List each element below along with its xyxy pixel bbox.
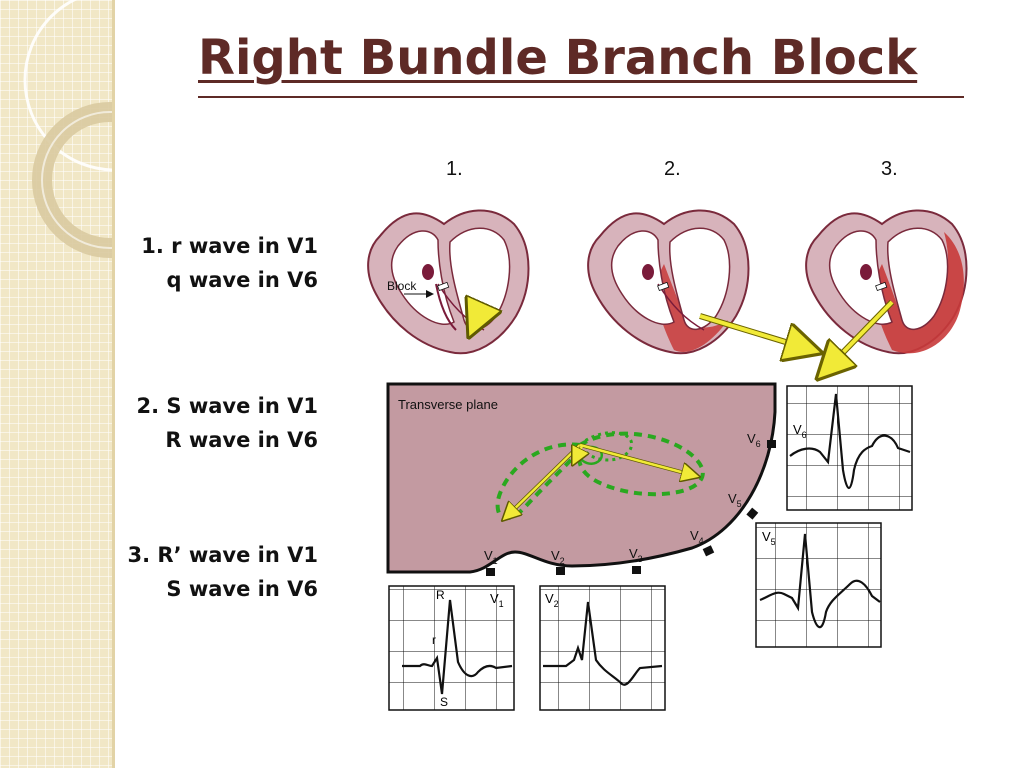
- heart-diagram-1: Block: [367, 209, 530, 355]
- wave-label-S: S: [440, 695, 448, 709]
- right-ventricle-cavity: [390, 230, 455, 325]
- left-ventricle-cavity: [669, 227, 731, 330]
- step-3-text: 3. R’ wave in V1 S wave in V6: [128, 538, 319, 606]
- wave-label-r: r: [432, 633, 436, 647]
- step-2-text: 2. S wave in V1 R wave in V6: [137, 389, 318, 457]
- block-marker: [437, 281, 450, 292]
- block-marker: [875, 281, 888, 292]
- ecg-strip-v2: V2: [539, 585, 666, 711]
- heart-diagram-3: [805, 209, 968, 355]
- electrode-v6: [767, 440, 776, 448]
- lead-label-v4: V4: [690, 528, 704, 546]
- transverse-plane-label: Transverse plane: [398, 397, 498, 412]
- vector-loop-right: [577, 431, 705, 497]
- step-2-line1: 2. S wave in V1: [136, 394, 318, 418]
- step-1-line1: 1. r wave in V1: [141, 234, 318, 258]
- vector-arrow-initial: [574, 446, 582, 462]
- step-1-line2: q wave in V6: [166, 268, 318, 292]
- left-ventricle-cavity: [887, 227, 949, 330]
- depolarized-region: [872, 232, 964, 354]
- electrode-v4: [702, 545, 715, 557]
- vector-loop-left: [495, 442, 582, 520]
- heart-diagram-2: [587, 209, 750, 355]
- ecg-lead-label-v2: V2: [545, 591, 559, 609]
- pointer-arrow-heart3: [824, 300, 894, 372]
- av-node: [422, 264, 434, 280]
- electrode-v1: [486, 568, 495, 576]
- ecg-trace-v2: [543, 601, 663, 686]
- ecg-trace-v1: [402, 599, 513, 695]
- electrode-v3: [632, 566, 641, 574]
- sidebar-edge: [112, 0, 115, 768]
- decorative-sidebar: [0, 0, 112, 768]
- step-3-line1: 3. R’ wave in V1: [127, 543, 319, 567]
- ecg-lead-label-v1: V1: [490, 591, 504, 609]
- ecg-strip-v6: V6: [786, 385, 913, 511]
- electrode-v2: [556, 567, 565, 575]
- ecg-lead-label-v5: V5: [762, 529, 776, 547]
- right-ventricle-cavity: [610, 230, 675, 325]
- av-node: [642, 264, 654, 280]
- column-label-1: 1.: [446, 158, 463, 180]
- electrode-v5: [746, 507, 759, 520]
- step-2-line2: R wave in V6: [165, 428, 318, 452]
- transverse-plane-torso: [386, 382, 777, 574]
- right-ventricle-cavity: [828, 230, 893, 325]
- title-underline: [198, 96, 964, 98]
- pointer-arrow-heart2: [699, 314, 812, 350]
- lead-label-v1: V1: [484, 548, 498, 566]
- sidebar-rings: [23, 0, 112, 258]
- ecg-lead-label-v6: V6: [793, 422, 807, 440]
- initial-vector-arrow: [472, 312, 480, 330]
- block-marker: [657, 281, 670, 292]
- step-1-text: 1. r wave in V1 q wave in V6: [141, 229, 318, 297]
- lead-label-v3: V3: [629, 546, 643, 564]
- lead-label-v5: V5: [728, 491, 742, 509]
- column-label-2: 2.: [664, 158, 681, 180]
- block-label: Block: [387, 279, 417, 293]
- vector-arrow-rv6: [579, 443, 696, 476]
- ecg-strip-v1: R r S V1: [388, 585, 515, 711]
- step-3-line2: S wave in V6: [166, 577, 318, 601]
- depolarized-region: [654, 264, 728, 352]
- ecg-trace-v5: [759, 533, 881, 629]
- ecg-trace-v6: [789, 393, 911, 490]
- lead-label-v2: V2: [551, 548, 565, 566]
- av-node: [860, 264, 872, 280]
- ecg-strip-v5: V5: [755, 522, 882, 648]
- slide-title: Right Bundle Branch Block: [198, 30, 918, 86]
- bundle-branch: [435, 283, 457, 331]
- column-label-3: 3.: [881, 158, 898, 180]
- lead-label-v6: V6: [747, 431, 761, 449]
- wave-label-R: R: [436, 588, 445, 602]
- vector-arrow-sv1: [505, 444, 581, 518]
